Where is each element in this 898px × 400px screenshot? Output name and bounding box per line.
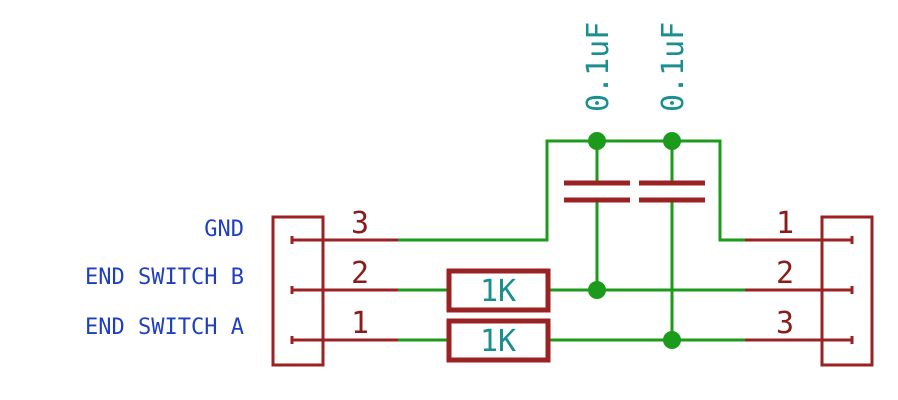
junction-dot bbox=[663, 331, 681, 349]
capacitor-c1: 0.1uF bbox=[564, 22, 630, 203]
net-label-end-switch-a: END SWITCH A bbox=[85, 315, 244, 340]
junction-dot bbox=[588, 281, 606, 299]
right-pin-number: 1 bbox=[776, 206, 794, 241]
left-connector: 3 2 1 bbox=[271, 206, 398, 367]
junctions bbox=[588, 132, 681, 349]
right-pin-number: 3 bbox=[776, 306, 794, 341]
resistor-r1: 1K bbox=[446, 268, 551, 313]
capacitor-value: 0.1uF bbox=[581, 22, 616, 112]
right-connector: 1 2 3 bbox=[745, 206, 874, 367]
resistor-r2: 1K bbox=[446, 318, 551, 363]
left-pin-number: 1 bbox=[351, 306, 369, 341]
right-pin-number: 2 bbox=[776, 256, 794, 291]
net-label-gnd: GND bbox=[204, 217, 244, 242]
resistor-value: 1K bbox=[480, 324, 516, 359]
wires bbox=[398, 139, 745, 342]
junction-dot bbox=[663, 132, 681, 150]
left-pin-number: 3 bbox=[351, 206, 369, 241]
left-pin-number: 2 bbox=[351, 256, 369, 291]
capacitor-c2: 0.1uF bbox=[639, 22, 705, 203]
junction-dot bbox=[588, 132, 606, 150]
capacitor-value: 0.1uF bbox=[656, 22, 691, 112]
resistor-value: 1K bbox=[480, 274, 516, 309]
net-label-end-switch-b: END SWITCH B bbox=[85, 265, 244, 290]
